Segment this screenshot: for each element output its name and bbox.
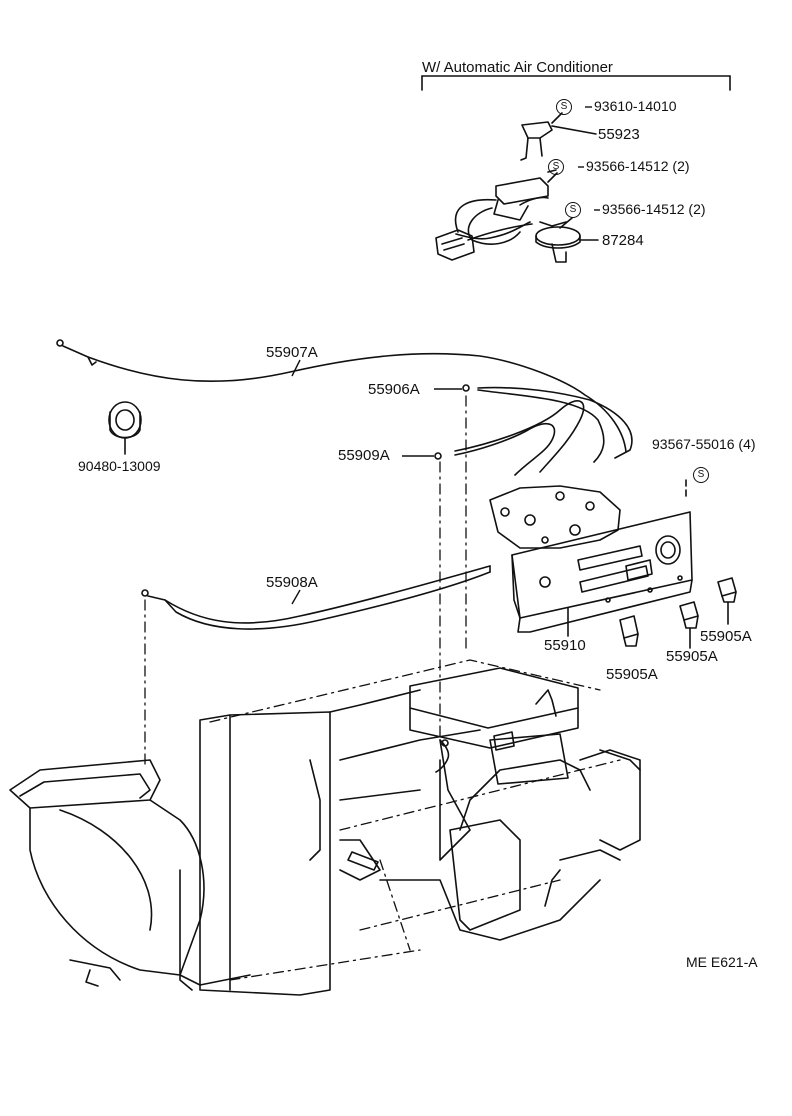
- cable-55909a: [434, 400, 585, 476]
- supplied-badge-93610: S: [556, 99, 572, 115]
- part-label-93566-14512-a: 93566-14512 (2): [586, 158, 690, 174]
- supplied-badge-93566-a: S: [548, 159, 564, 175]
- part-label-55907a: 55907A: [266, 344, 318, 361]
- cable-55906a: [462, 384, 633, 463]
- cable-55907a: [56, 339, 627, 453]
- part-label-55906a: 55906A: [368, 381, 420, 398]
- part-label-55905a-1: 55905A: [700, 628, 752, 645]
- supplied-badge-93566-b: S: [565, 202, 581, 218]
- part-label-55905a-2: 55905A: [666, 648, 718, 665]
- knob-55905a-2: [679, 601, 699, 649]
- part-label-87284: 87284: [602, 232, 644, 249]
- cable-routing-lines: [144, 395, 621, 981]
- part-label-55908a: 55908A: [266, 574, 318, 591]
- knob-55905a-1: [619, 615, 639, 647]
- supplied-badge-93567: S: [693, 467, 709, 483]
- sensor-bracket-55923: [520, 112, 597, 161]
- thermistor-87284: [535, 172, 599, 263]
- part-label-93610-14010: 93610-14010: [594, 98, 677, 114]
- part-label-55905a-3: 55905A: [606, 666, 658, 683]
- part-label-93567-55016: 93567-55016 (4): [652, 436, 756, 452]
- part-label-55910: 55910: [544, 637, 586, 654]
- variant-title: W/ Automatic Air Conditioner: [422, 59, 613, 76]
- part-label-55923: 55923: [598, 126, 640, 143]
- part-label-93566-14512-b: 93566-14512 (2): [602, 201, 706, 217]
- knob-55905a-3: [717, 577, 737, 625]
- header-bracket: [421, 75, 731, 91]
- grommet-90480: [108, 401, 142, 455]
- connector-plug: [435, 229, 475, 261]
- heater-unit-housing: [9, 667, 641, 996]
- part-label-90480-13009: 90480-13009: [78, 458, 161, 474]
- part-label-55909a: 55909A: [338, 447, 390, 464]
- heater-control-assy-55910: [489, 485, 693, 637]
- illustration-code: ME E621-A: [686, 954, 758, 970]
